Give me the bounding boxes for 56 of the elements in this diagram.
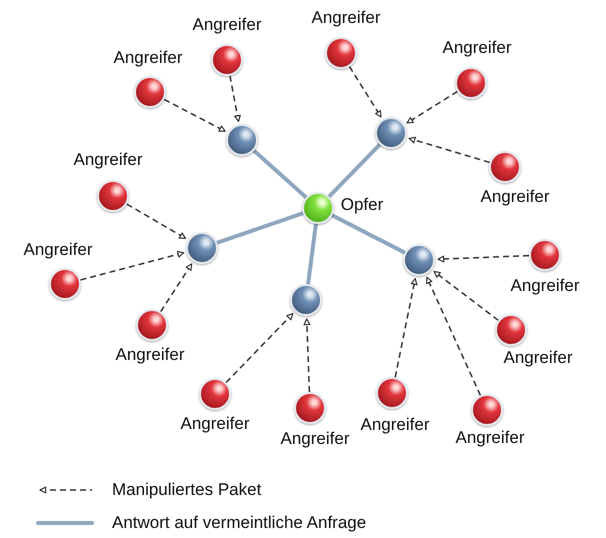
attacker-sphere (294, 392, 326, 424)
attacker-sphere (471, 394, 503, 426)
node-label: Angreifer (456, 428, 524, 448)
node-label: Angreifer (114, 48, 182, 68)
node-label: Angreifer (192, 15, 262, 35)
dashed-arrow (304, 318, 310, 392)
attacker-sphere (134, 76, 166, 108)
dashed-arrow (160, 263, 192, 312)
node-label: Angreifer (180, 414, 250, 434)
attacker-sphere (136, 309, 168, 341)
node-label: Opfer (340, 195, 384, 215)
dashed-arrow (348, 66, 382, 118)
dashed-arrow (437, 254, 530, 262)
dashed-arrow (426, 276, 482, 396)
node-label: Angreifer (74, 150, 142, 170)
attacker-sphere (325, 37, 357, 69)
connector-line (327, 142, 382, 199)
legend-text: Manipuliertes Paket (112, 480, 262, 500)
dashed-arrow (226, 313, 294, 384)
connector-line (330, 213, 407, 255)
dashed-arrow (408, 136, 490, 164)
attacker-sphere (49, 268, 81, 300)
node-label: Angreifer (442, 38, 512, 58)
node-label: Angreifer (312, 8, 380, 28)
attacker-sphere (376, 377, 408, 409)
node-label: Angreifer (116, 345, 184, 365)
victim-sphere (302, 192, 334, 224)
relay-sphere (375, 117, 407, 149)
attacker-sphere (529, 239, 561, 271)
attacker-sphere (495, 314, 527, 346)
relay-sphere (403, 244, 435, 276)
attacker-sphere (455, 67, 487, 99)
attacker-sphere (199, 378, 231, 410)
dashed-arrow (229, 76, 241, 122)
dashed-arrow (80, 251, 184, 281)
connector-line (252, 148, 308, 200)
attacker-sphere (489, 151, 521, 183)
legend-text: Antwort auf vermeintliche Anfrage (112, 513, 366, 533)
node-label: Angreifer (24, 240, 92, 260)
connector-line (215, 211, 305, 245)
attacker-sphere (211, 44, 243, 76)
dashed-arrow (434, 270, 499, 321)
connector-line (306, 222, 318, 286)
attacker-sphere (97, 180, 129, 212)
relay-sphere (226, 124, 258, 156)
dashed-arrow (126, 203, 186, 240)
node-label: Angreifer (504, 348, 572, 368)
node-label: Angreifer (510, 276, 580, 296)
relay-sphere (290, 284, 322, 316)
dashed-arrow (394, 278, 418, 378)
node-label: Angreifer (360, 415, 430, 435)
relay-sphere (186, 232, 218, 264)
dashed-arrow (406, 90, 458, 124)
node-label: Angreifer (480, 187, 550, 207)
dashed-arrow (164, 98, 226, 132)
node-label: Angreifer (280, 429, 350, 449)
